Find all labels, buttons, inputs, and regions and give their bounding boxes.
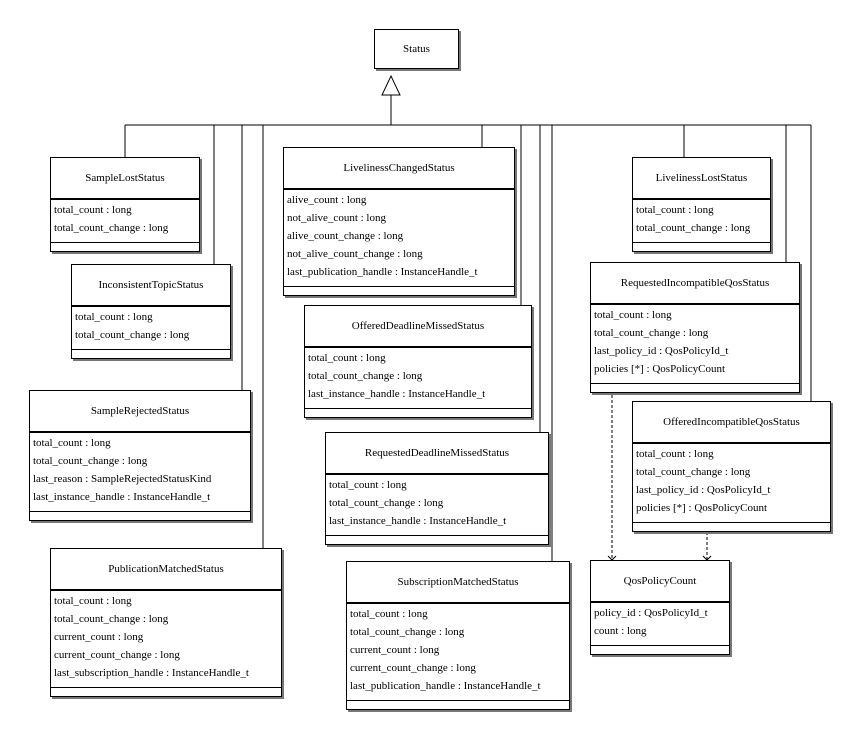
attribute: policies [*] : QosPolicyCount [594, 363, 726, 375]
class-offered-deadline-missed-status[interactable]: OfferedDeadlineMissedStatus total_count … [304, 305, 532, 418]
generalization-arrow [381, 74, 401, 96]
class-name: RequestedDeadlineMissedStatus [326, 433, 548, 475]
attribute: policy_id : QosPolicyId_t [594, 607, 708, 619]
attribute: last_instance_handle : InstanceHandle_t [33, 491, 211, 503]
attribute: total_count_change : long [308, 370, 423, 382]
attribute: total_count_change : long [33, 455, 148, 467]
class-name: LivelinessLostStatus [633, 158, 770, 200]
attribute: last_policy_id : QosPolicyId_t [594, 345, 729, 357]
attribute: total_count : long [33, 437, 111, 449]
attribute-list: total_count : long total_count_change : … [633, 200, 770, 243]
attribute-list: total_count : long total_count_change : … [72, 307, 230, 350]
attribute-list: total_count : long total_count_change : … [51, 200, 199, 243]
attribute-list: total_count : long total_count_change : … [30, 433, 250, 512]
class-liveliness-lost-status[interactable]: LivelinessLostStatus total_count : long … [632, 157, 771, 252]
class-liveliness-changed-status[interactable]: LivelinessChangedStatus alive_count : lo… [283, 147, 515, 296]
attribute: last_publication_handle : InstanceHandle… [287, 266, 478, 278]
class-requested-incompatible-qos-status[interactable]: RequestedIncompatibleQosStatus total_cou… [590, 262, 800, 393]
operations-compartment [51, 243, 199, 251]
attribute: current_count_change : long [54, 649, 180, 661]
class-offered-incompatible-qos-status[interactable]: OfferedIncompatibleQosStatus total_count… [632, 401, 831, 532]
attribute: current_count : long [54, 631, 144, 643]
operations-compartment [591, 646, 729, 654]
attribute: total_count : long [329, 479, 407, 491]
class-subscription-matched-status[interactable]: SubscriptionMatchedStatus total_count : … [346, 561, 570, 710]
attribute-list: alive_count : long not_alive_count : lon… [284, 190, 514, 287]
attribute: not_alive_count_change : long [287, 248, 423, 260]
attribute: total_count_change : long [75, 329, 190, 341]
attribute: count : long [594, 625, 647, 637]
attribute: last_policy_id : QosPolicyId_t [636, 484, 771, 496]
operations-compartment [326, 536, 548, 544]
class-name: SampleRejectedStatus [30, 391, 250, 433]
class-name: QosPolicyCount [591, 561, 729, 603]
class-sample-rejected-status[interactable]: SampleRejectedStatus total_count : long … [29, 390, 251, 521]
attribute: policies [*] : QosPolicyCount [636, 502, 768, 514]
attribute: last_instance_handle : InstanceHandle_t [329, 515, 507, 527]
attribute: total_count_change : long [636, 222, 751, 234]
operations-compartment [347, 701, 569, 709]
attribute: current_count_change : long [350, 662, 476, 674]
attribute: total_count : long [636, 448, 714, 460]
attribute: alive_count : long [287, 194, 367, 206]
attribute: total_count : long [54, 204, 132, 216]
class-name: SubscriptionMatchedStatus [347, 562, 569, 604]
attribute-list: total_count : long total_count_change : … [305, 348, 531, 409]
operations-compartment [305, 409, 531, 417]
class-inconsistent-topic-status[interactable]: InconsistentTopicStatus total_count : lo… [71, 264, 231, 359]
attribute-list: total_count : long total_count_change : … [591, 305, 799, 384]
operations-compartment [51, 688, 281, 696]
attribute: total_count : long [350, 608, 428, 620]
attribute: total_count_change : long [350, 626, 465, 638]
attribute-list: policy_id : QosPolicyId_t count : long [591, 603, 729, 646]
class-qos-policy-count[interactable]: QosPolicyCount policy_id : QosPolicyId_t… [590, 560, 730, 655]
operations-compartment [72, 350, 230, 358]
class-status[interactable]: Status [374, 29, 459, 69]
attribute: total_count : long [54, 595, 132, 607]
attribute: total_count_change : long [636, 466, 751, 478]
class-name: SampleLostStatus [51, 158, 199, 200]
attribute: last_reason : SampleRejectedStatusKind [33, 473, 212, 485]
attribute: last_instance_handle : InstanceHandle_t [308, 388, 486, 400]
attribute-list: total_count : long total_count_change : … [347, 604, 569, 701]
class-name: RequestedIncompatibleQosStatus [591, 263, 799, 305]
class-name: Status [403, 43, 430, 55]
attribute: total_count : long [636, 204, 714, 216]
attribute: total_count : long [594, 309, 672, 321]
attribute: not_alive_count : long [287, 212, 386, 224]
operations-compartment [633, 243, 770, 251]
attribute: last_publication_handle : InstanceHandle… [350, 680, 541, 692]
attribute: last_subscription_handle : InstanceHandl… [54, 667, 249, 679]
attribute: alive_count_change : long [287, 230, 404, 242]
attribute: total_count_change : long [54, 222, 169, 234]
class-name: OfferedDeadlineMissedStatus [305, 306, 531, 348]
operations-compartment [284, 287, 514, 295]
class-requested-deadline-missed-status[interactable]: RequestedDeadlineMissedStatus total_coun… [325, 432, 549, 545]
class-publication-matched-status[interactable]: PublicationMatchedStatus total_count : l… [50, 548, 282, 697]
attribute: total_count_change : long [594, 327, 709, 339]
attribute: total_count : long [308, 352, 386, 364]
attribute-list: total_count : long total_count_change : … [326, 475, 548, 536]
attribute: total_count : long [75, 311, 153, 323]
attribute-list: total_count : long total_count_change : … [633, 444, 830, 523]
class-name: PublicationMatchedStatus [51, 549, 281, 591]
operations-compartment [30, 512, 250, 520]
class-name: InconsistentTopicStatus [72, 265, 230, 307]
class-sample-lost-status[interactable]: SampleLostStatus total_count : long tota… [50, 157, 200, 252]
attribute: total_count_change : long [54, 613, 169, 625]
attribute: total_count_change : long [329, 497, 444, 509]
class-name: OfferedIncompatibleQosStatus [633, 402, 830, 444]
operations-compartment [633, 523, 830, 531]
attribute: current_count : long [350, 644, 440, 656]
attribute-list: total_count : long total_count_change : … [51, 591, 281, 688]
operations-compartment [591, 384, 799, 392]
class-name: LivelinessChangedStatus [284, 148, 514, 190]
